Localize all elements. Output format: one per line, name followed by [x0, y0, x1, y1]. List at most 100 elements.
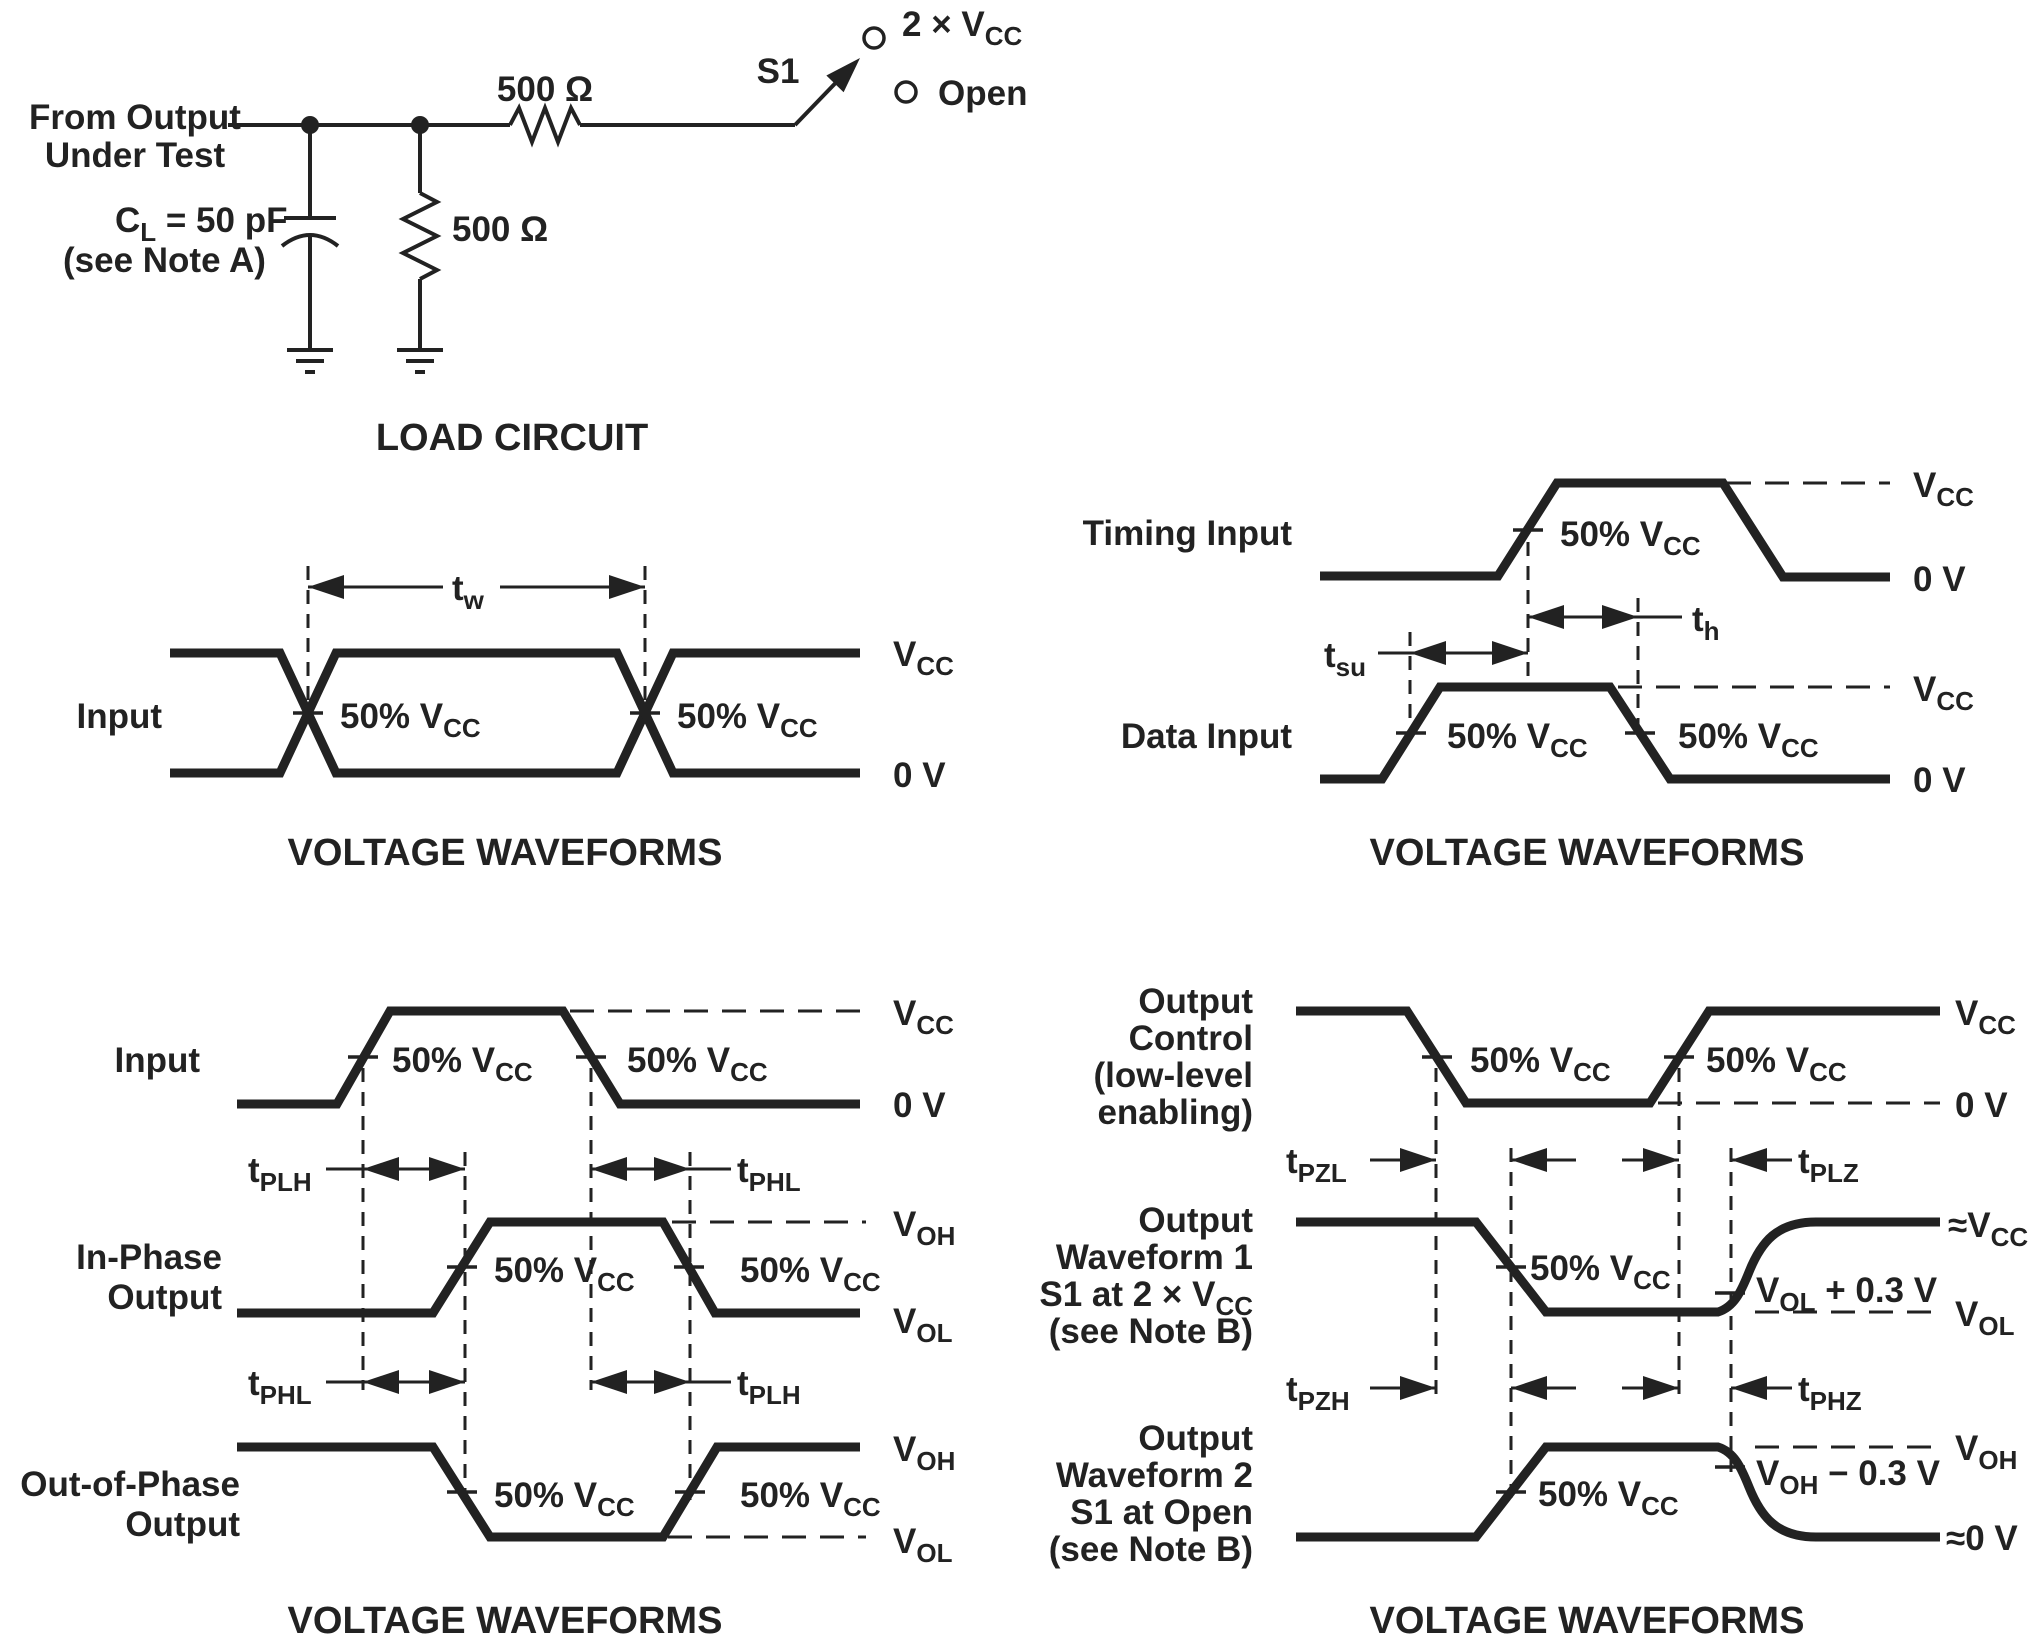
th-label: th: [1692, 600, 1720, 646]
waveform1-label-line1: Output: [1138, 1201, 1253, 1240]
fifty-pct-vcc-timing-label: 50% VCC: [1560, 515, 1701, 561]
fifty-pct-outphase-right-label: 50% VCC: [740, 1476, 881, 1522]
timing-input-waveform: [1320, 478, 1890, 582]
timing-zero-level-label: 0 V: [1913, 560, 1966, 599]
ctrl-vcc-level-label: VCC: [1955, 994, 2016, 1040]
fifty-pct-vcc-label-right: 50% VCC: [677, 697, 818, 743]
waveform2-label-line3: S1 at Open: [1070, 1493, 1253, 1532]
w1-approx-vcc-level-label: ≈VCC: [1948, 1206, 2028, 1252]
outphase-voh-level-label: VOH: [893, 1430, 955, 1476]
in-phase-label-line2: Output: [107, 1278, 222, 1317]
fifty-pct-input-right-label: 50% VCC: [627, 1041, 768, 1087]
tphl-top-dimension-arrow: [591, 1157, 731, 1181]
switch-contact-open: [894, 80, 918, 104]
output-waveform2: [1296, 1442, 1940, 1542]
edge-reference-dashes: [1408, 542, 1640, 726]
setup-hold-diagram: Timing Input Data Input tsu th 50% VCC 5…: [1083, 466, 1974, 874]
series-resistor-symbol: [508, 102, 582, 148]
data-input-label: Data Input: [1121, 717, 1292, 756]
ground-symbol-right: [397, 348, 443, 374]
waveform2-label-line1: Output: [1138, 1419, 1253, 1458]
prop-delay-caption: VOLTAGE WAVEFORMS: [288, 1600, 723, 1639]
fifty-pct-ctrl-left-label: 50% VCC: [1470, 1041, 1611, 1087]
timing-vcc-level-label: VCC: [1913, 466, 1974, 512]
in-phase-output-waveform: [237, 1217, 860, 1318]
output-waveform1: [1296, 1217, 1940, 1317]
output-control-waveform: [1296, 1006, 1940, 1108]
output-control-label-line1: Output: [1138, 982, 1253, 1021]
cap-note-label: (see Note A): [63, 241, 266, 280]
fifty-pct-vcc-label-left: 50% VCC: [340, 697, 481, 743]
switch-s1: [793, 26, 918, 127]
setup-hold-caption: VOLTAGE WAVEFORMS: [1370, 832, 1805, 874]
in-phase-label-line1: In-Phase: [76, 1238, 222, 1277]
waveform1-label-line2: Waveform 1: [1056, 1238, 1253, 1277]
tplh-top-label: tPLH: [248, 1151, 312, 1197]
cap-value-label: CL = 50 pF: [115, 201, 287, 247]
enable-disable-diagram: Output Control (low-level enabling) Outp…: [1039, 982, 2028, 1639]
tphl-bottom-dimension-arrow: [326, 1370, 465, 1394]
from-output-label-line2: Under Test: [45, 136, 226, 175]
pulse-width-diagram: Input tw 50% VCC 50% VCC VCC 0 V VOLTAGE…: [76, 566, 954, 874]
inphase-voh-level-label: VOH: [893, 1205, 955, 1251]
output-control-label-line4: enabling): [1097, 1093, 1253, 1132]
vcc-level-label: VCC: [893, 635, 954, 681]
data-vcc-level-label: VCC: [1913, 670, 1974, 716]
waveform1-label-line4: (see Note B): [1049, 1312, 1253, 1351]
fifty-pct-w1-label: 50% VCC: [1530, 1249, 1671, 1295]
fifty-percent-ticks: [1396, 528, 1655, 735]
timing-input-label: Timing Input: [1083, 514, 1293, 553]
w1-vol-level-label: VOL: [1955, 1295, 2015, 1341]
switch-s1-label: S1: [757, 52, 800, 91]
level-reference-dashes: [570, 1009, 866, 1539]
fifty-percent-ticks: [1422, 1055, 1745, 1494]
data-input-waveform: [1320, 682, 1890, 784]
fifty-pct-inphase-left-label: 50% VCC: [494, 1251, 635, 1297]
prop-delay-diagram: Input In-Phase Output Out-of-Phase Outpu…: [20, 994, 955, 1639]
tsu-dimension-arrow: [1378, 641, 1528, 665]
out-of-phase-label-line1: Out-of-Phase: [20, 1465, 240, 1504]
waveform1-label-line3: S1 at 2 × VCC: [1039, 1275, 1253, 1321]
switch-contact-2vcc: [862, 26, 886, 50]
inphase-vol-level-label: VOL: [893, 1302, 953, 1348]
input-zero-level-label: 0 V: [893, 1086, 946, 1125]
fifty-pct-inphase-right-label: 50% VCC: [740, 1251, 881, 1297]
tw-label: tw: [452, 569, 485, 615]
fifty-pct-outphase-left-label: 50% VCC: [494, 1476, 635, 1522]
edge-reference-dashes: [361, 1068, 692, 1500]
fifty-pct-vcc-data-right-label: 50% VCC: [1678, 717, 1819, 763]
switch-pos-2vcc-label: 2 × VCC: [902, 5, 1022, 51]
tphl-bottom-label: tPHL: [248, 1364, 312, 1410]
tpzl-label: tPZL: [1286, 1142, 1347, 1188]
out-of-phase-output-waveform: [237, 1442, 860, 1542]
shunt-resistor-label: 500 Ω: [452, 210, 548, 249]
zero-volt-level-label: 0 V: [893, 756, 946, 795]
out-of-phase-label-line2: Output: [125, 1505, 240, 1544]
tplh-top-dimension-arrow: [326, 1157, 465, 1181]
fifty-percent-ticks: [348, 1055, 705, 1494]
input-vcc-level-label: VCC: [893, 994, 954, 1040]
output-control-label-line3: (low-level: [1094, 1056, 1253, 1095]
output-control-label-line2: Control: [1129, 1019, 1253, 1058]
ctrl-zero-level-label: 0 V: [1955, 1086, 2008, 1125]
tplz-label: tPLZ: [1798, 1142, 1859, 1188]
edge-reference-dashes: [1434, 1068, 1733, 1505]
fifty-pct-ctrl-right-label: 50% VCC: [1706, 1041, 1847, 1087]
tplh-bottom-label: tPLH: [737, 1364, 801, 1410]
fifty-pct-w2-label: 50% VCC: [1538, 1475, 1679, 1521]
enable-disable-caption: VOLTAGE WAVEFORMS: [1370, 1600, 1805, 1639]
series-resistor-label: 500 Ω: [497, 70, 593, 109]
w2-voh-level-label: VOH: [1955, 1429, 2017, 1475]
pulse-width-caption: VOLTAGE WAVEFORMS: [288, 832, 723, 874]
switch-pos-open-label: Open: [938, 74, 1027, 113]
level-reference-dashes: [1618, 481, 1890, 689]
load-circuit-caption: LOAD CIRCUIT: [376, 417, 648, 459]
fifty-pct-input-left-label: 50% VCC: [392, 1041, 533, 1087]
input-signal-label: Input: [76, 697, 162, 736]
level-reference-dashes: [1658, 1101, 1940, 1449]
waveform2-label-line2: Waveform 2: [1056, 1456, 1253, 1495]
ground-symbol-left: [287, 348, 333, 374]
tpzl-tplz-dimension-arrows: [1370, 1148, 1792, 1172]
data-zero-level-label: 0 V: [1913, 761, 1966, 800]
